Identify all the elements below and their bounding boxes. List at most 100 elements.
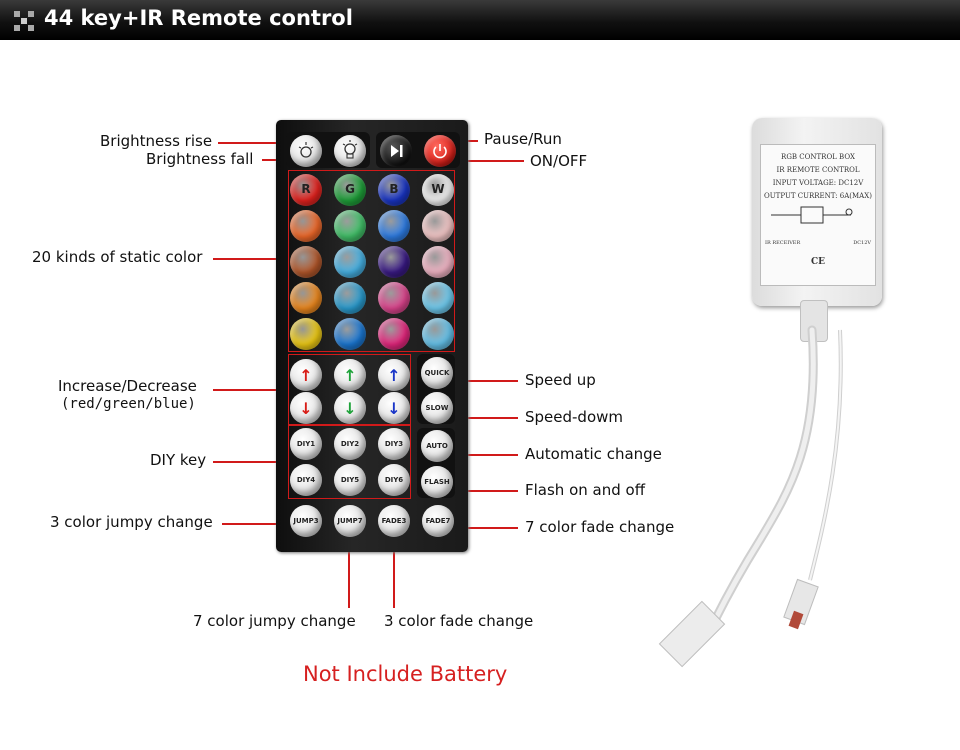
brightness-down-button[interactable]	[334, 135, 366, 167]
color-button[interactable]	[334, 210, 366, 242]
increase-green-button[interactable]: ↑	[334, 359, 366, 391]
arrow-grid-highlight	[288, 354, 411, 426]
power-icon	[433, 144, 447, 159]
label-static-color: 20 kinds of static color	[32, 248, 203, 266]
controller-line: IR REMOTE CONTROL	[776, 166, 860, 174]
brightness-up-button[interactable]	[290, 135, 322, 167]
color-button[interactable]: B	[378, 174, 410, 206]
label-flash: Flash on and off	[525, 481, 646, 499]
color-button[interactable]	[378, 210, 410, 242]
fade3-button[interactable]: FADE3	[378, 505, 410, 537]
logo-icon	[14, 11, 34, 31]
color-grid-highlight	[288, 170, 455, 352]
connector-line	[438, 380, 518, 382]
diy-button[interactable]: DIY3	[378, 428, 410, 460]
color-button[interactable]	[378, 282, 410, 314]
label-3-color-jumpy: 3 color jumpy change	[50, 513, 213, 531]
arrow-down-icon: ↓	[299, 398, 313, 418]
diy-button[interactable]: DIY2	[334, 428, 366, 460]
color-button[interactable]	[334, 318, 366, 350]
label-on-off: ON/OFF	[530, 152, 588, 170]
color-button[interactable]	[422, 246, 454, 278]
connector-line	[438, 160, 524, 162]
color-button[interactable]	[378, 246, 410, 278]
diy-grid-highlight	[288, 424, 411, 499]
color-button[interactable]: G	[334, 174, 366, 206]
label-diy-key: DIY key	[150, 451, 207, 469]
label-speed-down: Speed-dowm	[525, 408, 624, 426]
connector-line	[213, 389, 289, 391]
label-7-color-jumpy: 7 color jumpy change	[193, 612, 356, 630]
arrow-up-icon: ↑	[387, 365, 401, 385]
jump7-button[interactable]: JUMP7	[334, 505, 366, 537]
color-button[interactable]	[422, 318, 454, 350]
slow-button[interactable]: SLOW	[421, 392, 453, 424]
color-button[interactable]: R	[290, 174, 322, 206]
connector-line	[393, 525, 395, 608]
color-button-letter: G	[345, 182, 355, 196]
label-speed-up: Speed up	[525, 371, 596, 389]
diy-button[interactable]: DIY5	[334, 464, 366, 496]
label-brightness-fall: Brightness fall	[146, 150, 254, 168]
decrease-blue-button[interactable]: ↓	[378, 392, 410, 424]
diy-button[interactable]: DIY1	[290, 428, 322, 460]
label-pause-run: Pause/Run	[484, 130, 562, 148]
controller-box: RGB CONTROL BOX IR REMOTE CONTROL INPUT …	[752, 118, 882, 306]
battery-note: Not Include Battery	[303, 662, 508, 686]
controller-line: RGB CONTROL BOX	[781, 153, 855, 161]
connector-line	[438, 527, 518, 529]
decrease-red-button[interactable]: ↓	[290, 392, 322, 424]
controller-label: RGB CONTROL BOX IR REMOTE CONTROL INPUT …	[760, 144, 876, 286]
connector-line	[438, 417, 518, 419]
increase-red-button[interactable]: ↑	[290, 359, 322, 391]
arrow-up-icon: ↑	[299, 365, 313, 385]
controller-sublabels: IR RECEIVER DC12V	[761, 237, 875, 250]
jump3-button[interactable]: JUMP3	[290, 505, 322, 537]
decrease-green-button[interactable]: ↓	[334, 392, 366, 424]
color-button[interactable]	[290, 282, 322, 314]
arrow-down-icon: ↓	[387, 398, 401, 418]
color-button-letter: B	[389, 182, 399, 196]
auto-button[interactable]: AUTO	[421, 430, 453, 462]
fade7-button[interactable]: FADE7	[422, 505, 454, 537]
play-pause-icon	[391, 145, 403, 157]
color-button[interactable]	[422, 282, 454, 314]
color-button[interactable]	[290, 210, 322, 242]
label-7-color-fade: 7 color fade change	[525, 518, 675, 536]
connector-line	[213, 461, 289, 463]
diy-button[interactable]: DIY4	[290, 464, 322, 496]
color-button[interactable]: W	[422, 174, 454, 206]
connector-line	[438, 454, 518, 456]
ir-receiver-text: IR RECEIVER	[765, 240, 801, 246]
color-button-letter: W	[431, 182, 445, 196]
color-button[interactable]	[334, 246, 366, 278]
color-button-letter: R	[301, 182, 311, 196]
color-button[interactable]	[422, 210, 454, 242]
color-button[interactable]	[290, 318, 322, 350]
color-button[interactable]	[290, 246, 322, 278]
pause-run-button[interactable]	[380, 135, 412, 167]
color-button[interactable]	[334, 282, 366, 314]
cable-drawing	[658, 325, 843, 668]
circuit-diagram-icon	[771, 206, 853, 224]
quick-button[interactable]: QUICK	[421, 357, 453, 389]
ce-mark: CE	[810, 257, 826, 267]
color-button[interactable]	[378, 318, 410, 350]
increase-blue-button[interactable]: ↑	[378, 359, 410, 391]
header-bar: 44 key+IR Remote control	[0, 0, 960, 40]
connector-line	[218, 142, 304, 144]
arrow-down-icon: ↓	[343, 398, 357, 418]
label-brightness-rise: Brightness rise	[100, 132, 213, 150]
label-rgb-note: (red/green/blue)	[61, 396, 196, 412]
label-automatic-change: Automatic change	[525, 445, 662, 463]
label-3-color-fade: 3 color fade change	[384, 612, 534, 630]
arrow-up-icon: ↑	[343, 365, 357, 385]
label-increase-decrease: Increase/Decrease	[58, 377, 197, 395]
diy-button[interactable]: DIY6	[378, 464, 410, 496]
connector-line	[213, 258, 289, 260]
flash-button[interactable]: FLASH	[421, 466, 453, 498]
power-button[interactable]	[424, 135, 456, 167]
controller-line: OUTPUT CURRENT: 6A(MAX)	[764, 192, 872, 200]
connector-line	[222, 523, 304, 525]
